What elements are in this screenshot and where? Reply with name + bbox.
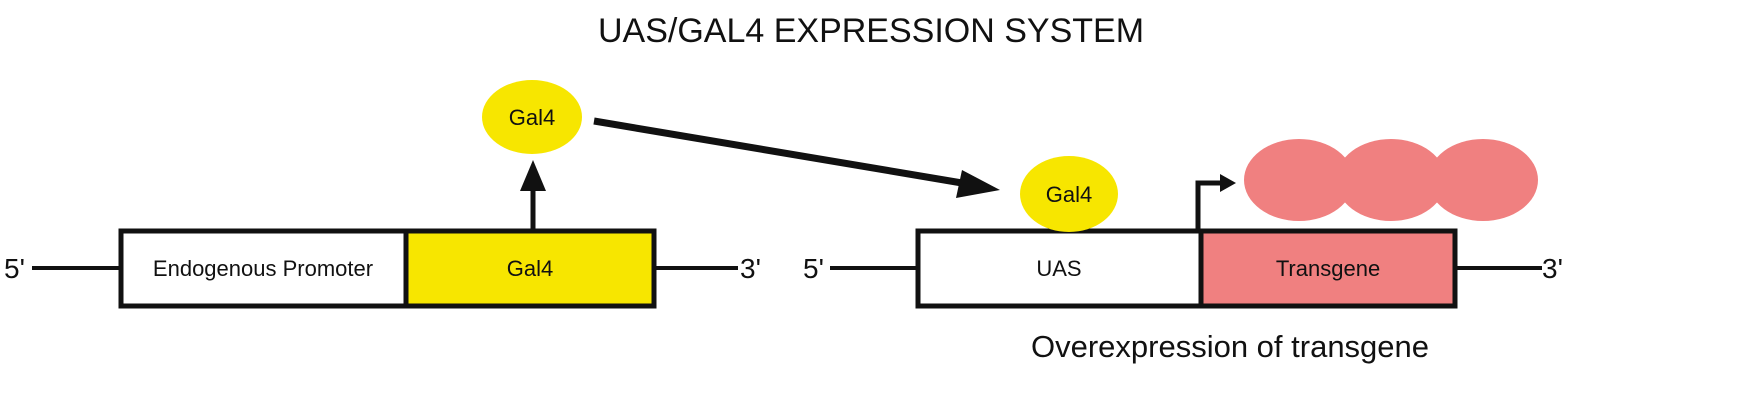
right-construct: 5' UAS Transgene 3' Gal4 [803,139,1563,309]
expression-arrow-head [520,160,546,191]
uas-label: UAS [1036,256,1081,281]
right-three-prime-label: 3' [1542,253,1563,284]
gal4-protein-circle [482,80,582,154]
binding-arrow-head [956,170,1000,198]
transcription-start-arrowhead [1220,174,1236,192]
diagram-title: UAS/GAL4 EXPRESSION SYSTEM [598,12,1144,50]
transcription-start-arrow [1195,180,1222,229]
transgene-product-2 [1336,139,1446,221]
transgene-label: Transgene [1276,256,1380,281]
bound-gal4-circle [1020,156,1118,232]
right-five-prime-label: 5' [803,253,824,284]
bound-gal4-label: Gal4 [1046,182,1092,207]
overexpression-caption: Overexpression of transgene [1031,329,1429,364]
gal4-protein-label: Gal4 [509,105,555,130]
transgene-products [1244,139,1538,221]
gal4-gene-label: Gal4 [507,256,553,281]
left-three-prime-label: 3' [740,253,761,284]
gal4-gene-box [403,228,657,309]
transgene-product-1 [1244,139,1354,221]
binding-arrow-shaft [593,117,969,188]
left-five-prime-label: 5' [4,253,25,284]
transgene-box [1198,228,1458,309]
endogenous-promoter-label: Endogenous Promoter [153,256,373,281]
transgene-product-3 [1428,139,1538,221]
left-construct: 5' Endogenous Promoter Gal4 3' Gal4 [4,80,761,309]
